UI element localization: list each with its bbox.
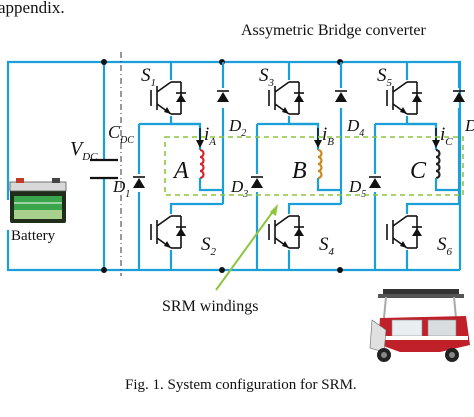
current-arrowhead xyxy=(196,140,204,148)
diode-lower xyxy=(251,176,263,188)
dc-capacitor xyxy=(90,158,118,180)
switch-label-lower: S6 xyxy=(437,234,453,258)
current-label: iA xyxy=(204,124,216,148)
igbt-switch-lower xyxy=(268,215,304,249)
diode-label-lower: D1 xyxy=(112,177,130,200)
vdc-label: VDC xyxy=(70,138,98,163)
junction-dot xyxy=(219,267,225,273)
igbt-switch-upper xyxy=(150,81,186,115)
diode-label-upper: D6 xyxy=(464,116,474,139)
diode-label-lower: D5 xyxy=(348,177,366,200)
srm-windings-label: SRM windings xyxy=(162,298,258,315)
figure-caption: Fig. 1. System configuration for SRM. xyxy=(125,377,357,393)
diode-label-upper: D2 xyxy=(228,116,246,139)
winding-coil xyxy=(199,148,205,180)
junction-dot xyxy=(101,267,107,273)
igbt-switch-upper xyxy=(268,81,304,115)
junction-dot xyxy=(337,267,343,273)
igbt-switch-lower xyxy=(150,215,186,249)
diode-lower xyxy=(133,176,145,188)
switch-label-upper: S1 xyxy=(141,65,156,89)
switch-label-lower: S2 xyxy=(201,234,217,258)
diode-label-upper: D4 xyxy=(346,116,364,139)
current-arrowhead xyxy=(314,140,322,148)
wire xyxy=(287,202,341,214)
wire xyxy=(405,116,438,150)
switch-label-upper: S3 xyxy=(259,65,275,89)
wire xyxy=(434,178,459,192)
wire xyxy=(405,202,459,214)
diode-upper xyxy=(453,90,465,102)
diode-label-lower: D3 xyxy=(230,177,248,200)
negative-rail xyxy=(6,230,460,272)
phase-label: C xyxy=(410,158,427,184)
winding-coil xyxy=(317,148,323,180)
current-arrowhead xyxy=(432,140,440,148)
battery-label: Battery xyxy=(11,228,56,244)
junction-dot xyxy=(101,59,107,65)
phase-label: B xyxy=(292,158,307,184)
srm-windings-box xyxy=(164,136,464,196)
erickshaw-image xyxy=(369,289,470,362)
igbt-switch-lower xyxy=(386,215,422,249)
cdc-label: CDC xyxy=(108,122,134,146)
diode-upper xyxy=(335,90,347,102)
diode-upper xyxy=(217,90,229,102)
windings-arrow xyxy=(215,204,278,291)
winding-coil xyxy=(435,148,441,180)
wire xyxy=(316,178,341,192)
wire xyxy=(198,178,223,192)
wire xyxy=(287,116,320,150)
switch-label-lower: S4 xyxy=(319,234,335,258)
phase-label: A xyxy=(172,158,189,184)
battery-icon xyxy=(9,178,67,223)
wire xyxy=(169,116,202,150)
header-fragment: appendix. xyxy=(0,0,65,17)
diode-lower xyxy=(369,176,381,188)
switch-label-upper: S5 xyxy=(377,65,393,89)
current-label: iB xyxy=(322,124,334,148)
current-label: iC xyxy=(440,124,453,148)
wire xyxy=(169,202,223,214)
junction-dots xyxy=(101,59,343,273)
igbt-switch-upper xyxy=(386,81,422,115)
converter-title: Assymetric Bridge converter xyxy=(241,22,427,39)
